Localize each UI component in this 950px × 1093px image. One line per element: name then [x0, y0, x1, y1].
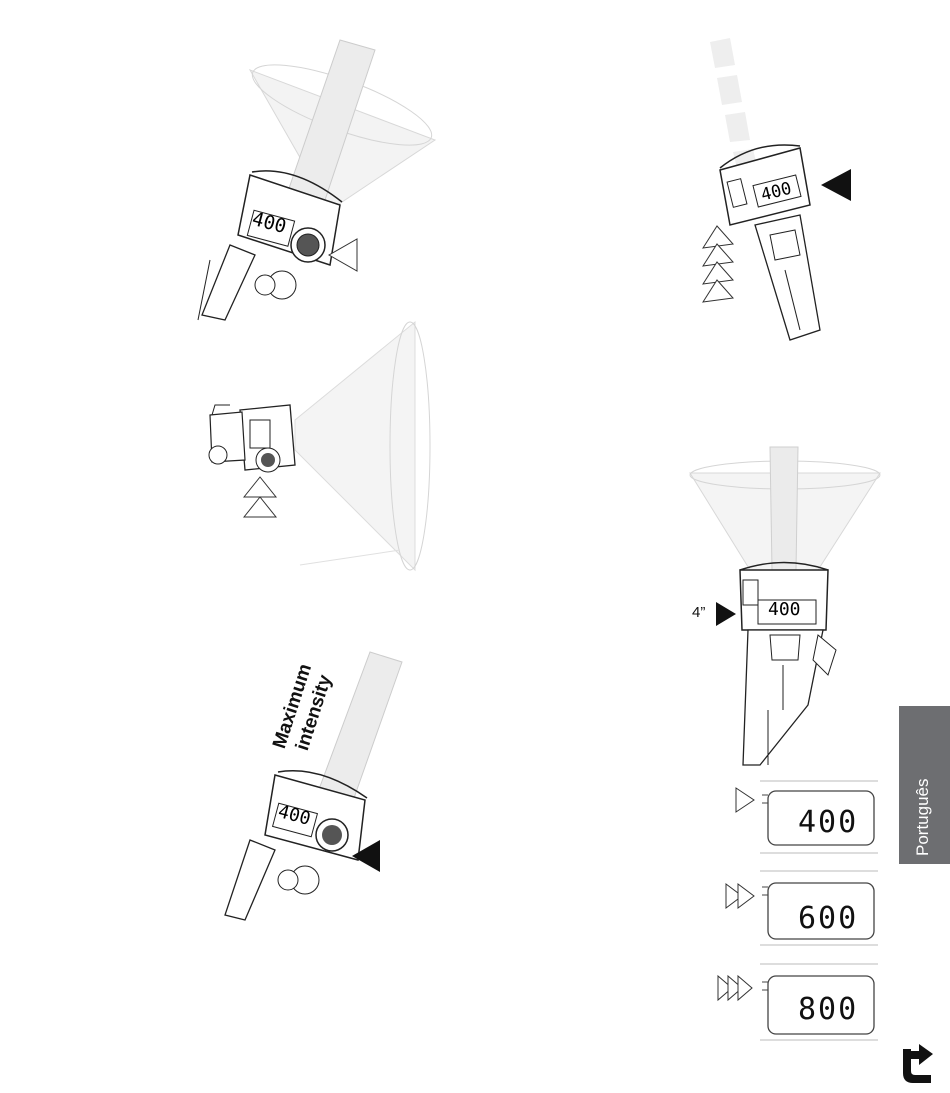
figure-flood-wide-drawing: [190, 320, 450, 580]
lcd-level-3: 800: [760, 958, 880, 1043]
figure-dimmed-beam: 400: [695, 30, 865, 350]
figure-max-intensity: 400: [220, 640, 440, 930]
triple-triangle-right-icon: [716, 974, 760, 1002]
double-triangle-up-icon: [240, 475, 280, 535]
lcd-level-1: 400: [760, 775, 880, 855]
triangle-solid-icon: [817, 165, 857, 205]
triangle-outline-icon: [325, 235, 365, 275]
quad-triangle-up-icon: [697, 222, 747, 312]
figure-flood-wide: [190, 320, 450, 580]
figure-front-view: 400: [688, 445, 888, 775]
back-arrow-icon[interactable]: [895, 1045, 939, 1089]
lcd-level-2-value: 600: [798, 901, 858, 936]
double-triangle-right-icon: [724, 882, 760, 910]
triangle-solid-icon: [348, 836, 384, 876]
lcd-level-2: 600: [760, 865, 880, 947]
figure-max-intensity-drawing: [220, 640, 440, 930]
single-triangle-right-icon: [734, 786, 760, 814]
figure-flood-and-spot: 400: [190, 30, 450, 330]
lcd-level-3-value: 800: [798, 992, 858, 1027]
figure-flood-and-spot-drawing: [190, 30, 450, 330]
device-display-5: 400: [768, 599, 801, 620]
language-tab[interactable]: Português: [899, 706, 950, 864]
lcd-level-1-value: 400: [798, 805, 858, 840]
language-tab-label: Português: [913, 779, 933, 857]
